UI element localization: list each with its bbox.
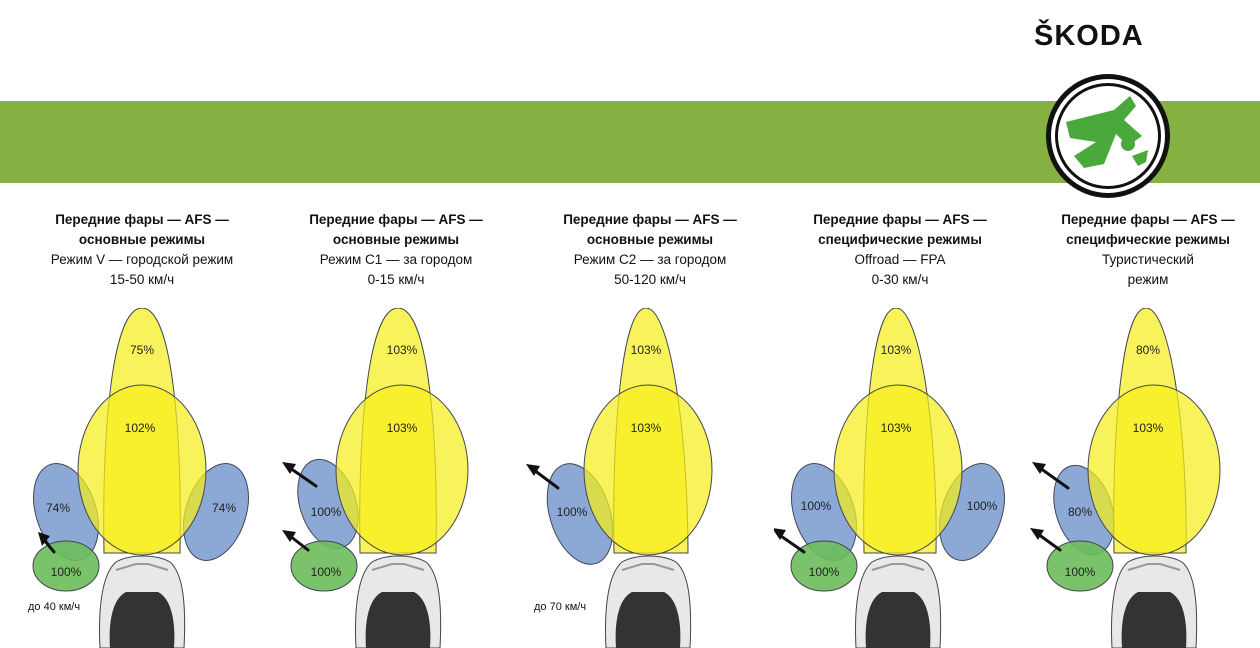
left-fog-percent: 100% bbox=[311, 565, 342, 579]
left-corner-percent: 100% bbox=[801, 499, 832, 513]
beam-diagram: 103% 103% 100% 100% bbox=[270, 308, 522, 648]
panel-title: Передние фары — AFS — основные режимы Ре… bbox=[16, 210, 268, 290]
main-beam-low-percent: 102% bbox=[125, 421, 156, 435]
main-beam-low-percent: 103% bbox=[631, 421, 662, 435]
turn-arrow-icon bbox=[38, 532, 56, 554]
title-line-4: 0-15 км/ч bbox=[367, 272, 425, 287]
title-line-3: Туристический bbox=[1102, 252, 1194, 267]
car-icon bbox=[99, 555, 186, 648]
title-line-2: специфические режимы bbox=[1066, 232, 1230, 247]
speed-note: до 70 км/ч bbox=[534, 601, 586, 613]
panel-title: Передние фары — AFS — специфические режи… bbox=[1032, 210, 1260, 290]
main-beam-low-percent: 103% bbox=[1133, 421, 1164, 435]
afs-mode-panel-4: Передние фары — AFS — специфические режи… bbox=[774, 210, 1026, 648]
panel-title: Передние фары — AFS — основные режимы Ре… bbox=[524, 210, 776, 290]
right-corner-percent: 74% bbox=[212, 501, 236, 515]
beam-diagram: 80% 103% 80% 100% bbox=[1022, 308, 1260, 648]
afs-mode-panel-2: Передние фары — AFS — основные режимы Ре… bbox=[270, 210, 522, 648]
left-corner-percent: 74% bbox=[46, 501, 70, 515]
skoda-wordmark: ŠKODA bbox=[1034, 20, 1144, 52]
left-corner-percent: 100% bbox=[311, 505, 342, 519]
right-corner-percent: 100% bbox=[967, 499, 998, 513]
main-beam-low-percent: 103% bbox=[387, 421, 418, 435]
main-beam-wide bbox=[77, 384, 207, 556]
title-line-3: Режим C2 — за городом bbox=[573, 252, 727, 267]
left-fog-percent: 100% bbox=[1065, 565, 1096, 579]
main-beam-wide bbox=[335, 384, 469, 556]
afs-mode-panel-1: Передние фары — AFS — основные режимы Ре… bbox=[16, 210, 268, 648]
turn-arrow-icon bbox=[1030, 462, 1070, 552]
turn-arrow-icon bbox=[282, 462, 318, 552]
left-fog-percent: 100% bbox=[51, 565, 82, 579]
left-fog-beam bbox=[790, 540, 858, 592]
main-beam-top-percent: 75% bbox=[130, 343, 154, 357]
afs-mode-panel-3: Передние фары — AFS — основные режимы Ре… bbox=[524, 210, 776, 648]
speed-note: до 40 км/ч bbox=[28, 601, 80, 613]
left-corner-percent: 100% bbox=[557, 505, 588, 519]
left-fog-beam bbox=[290, 540, 358, 592]
car-icon bbox=[605, 555, 692, 648]
main-beam-top-percent: 103% bbox=[881, 343, 912, 357]
afs-mode-panel-5: Передние фары — AFS — специфические режи… bbox=[1022, 210, 1260, 648]
car-icon bbox=[1111, 555, 1198, 648]
main-beam-wide bbox=[1087, 384, 1221, 556]
beam-diagram: 103% 103% 100% до 70 км/ч bbox=[524, 308, 776, 648]
title-line-2: основные режимы bbox=[78, 232, 206, 247]
title-line-1: Передние фары — AFS — bbox=[563, 212, 737, 227]
beam-diagram: 103% 103% 100% 100% 100% bbox=[774, 308, 1026, 648]
title-line-3: Режим V — городской режим bbox=[50, 252, 234, 267]
left-corner-percent: 80% bbox=[1068, 505, 1092, 519]
skoda-logo-icon bbox=[1044, 72, 1172, 200]
main-beam-top-percent: 80% bbox=[1136, 343, 1160, 357]
title-line-4: 0-30 км/ч bbox=[871, 272, 929, 287]
beam-diagram: 75% 102% 74% 100% 74% до 40 км/ч bbox=[16, 308, 268, 648]
car-icon bbox=[855, 555, 942, 648]
main-beam-low-percent: 103% bbox=[881, 421, 912, 435]
main-beam-top-percent: 103% bbox=[387, 343, 418, 357]
title-line-2: специфические режимы bbox=[818, 232, 982, 247]
title-line-4: 50-120 км/ч bbox=[614, 272, 686, 287]
turn-arrow-icon bbox=[526, 464, 560, 490]
title-line-1: Передние фары — AFS — bbox=[1061, 212, 1235, 227]
car-icon bbox=[355, 555, 442, 648]
left-fog-percent: 100% bbox=[809, 565, 840, 579]
title-line-4: режим bbox=[1127, 272, 1169, 287]
main-beam-top-percent: 103% bbox=[631, 343, 662, 357]
main-beam-wide bbox=[833, 384, 963, 556]
title-line-1: Передние фары — AFS — bbox=[55, 212, 229, 227]
title-line-3: Режим C1 — за городом bbox=[319, 252, 473, 267]
main-beam-wide bbox=[583, 384, 713, 556]
title-line-1: Передние фары — AFS — bbox=[309, 212, 483, 227]
title-line-3: Offroad — FPA bbox=[854, 252, 946, 267]
title-line-1: Передние фары — AFS — bbox=[813, 212, 987, 227]
turn-arrow-icon bbox=[774, 528, 806, 554]
left-fog-beam bbox=[32, 540, 100, 592]
panel-title: Передние фары — AFS — специфические режи… bbox=[774, 210, 1026, 290]
panel-title: Передние фары — AFS — основные режимы Ре… bbox=[270, 210, 522, 290]
title-line-2: основные режимы bbox=[586, 232, 714, 247]
title-line-2: основные режимы bbox=[332, 232, 460, 247]
title-line-4: 15-50 км/ч bbox=[109, 272, 175, 287]
left-fog-beam bbox=[1046, 540, 1114, 592]
